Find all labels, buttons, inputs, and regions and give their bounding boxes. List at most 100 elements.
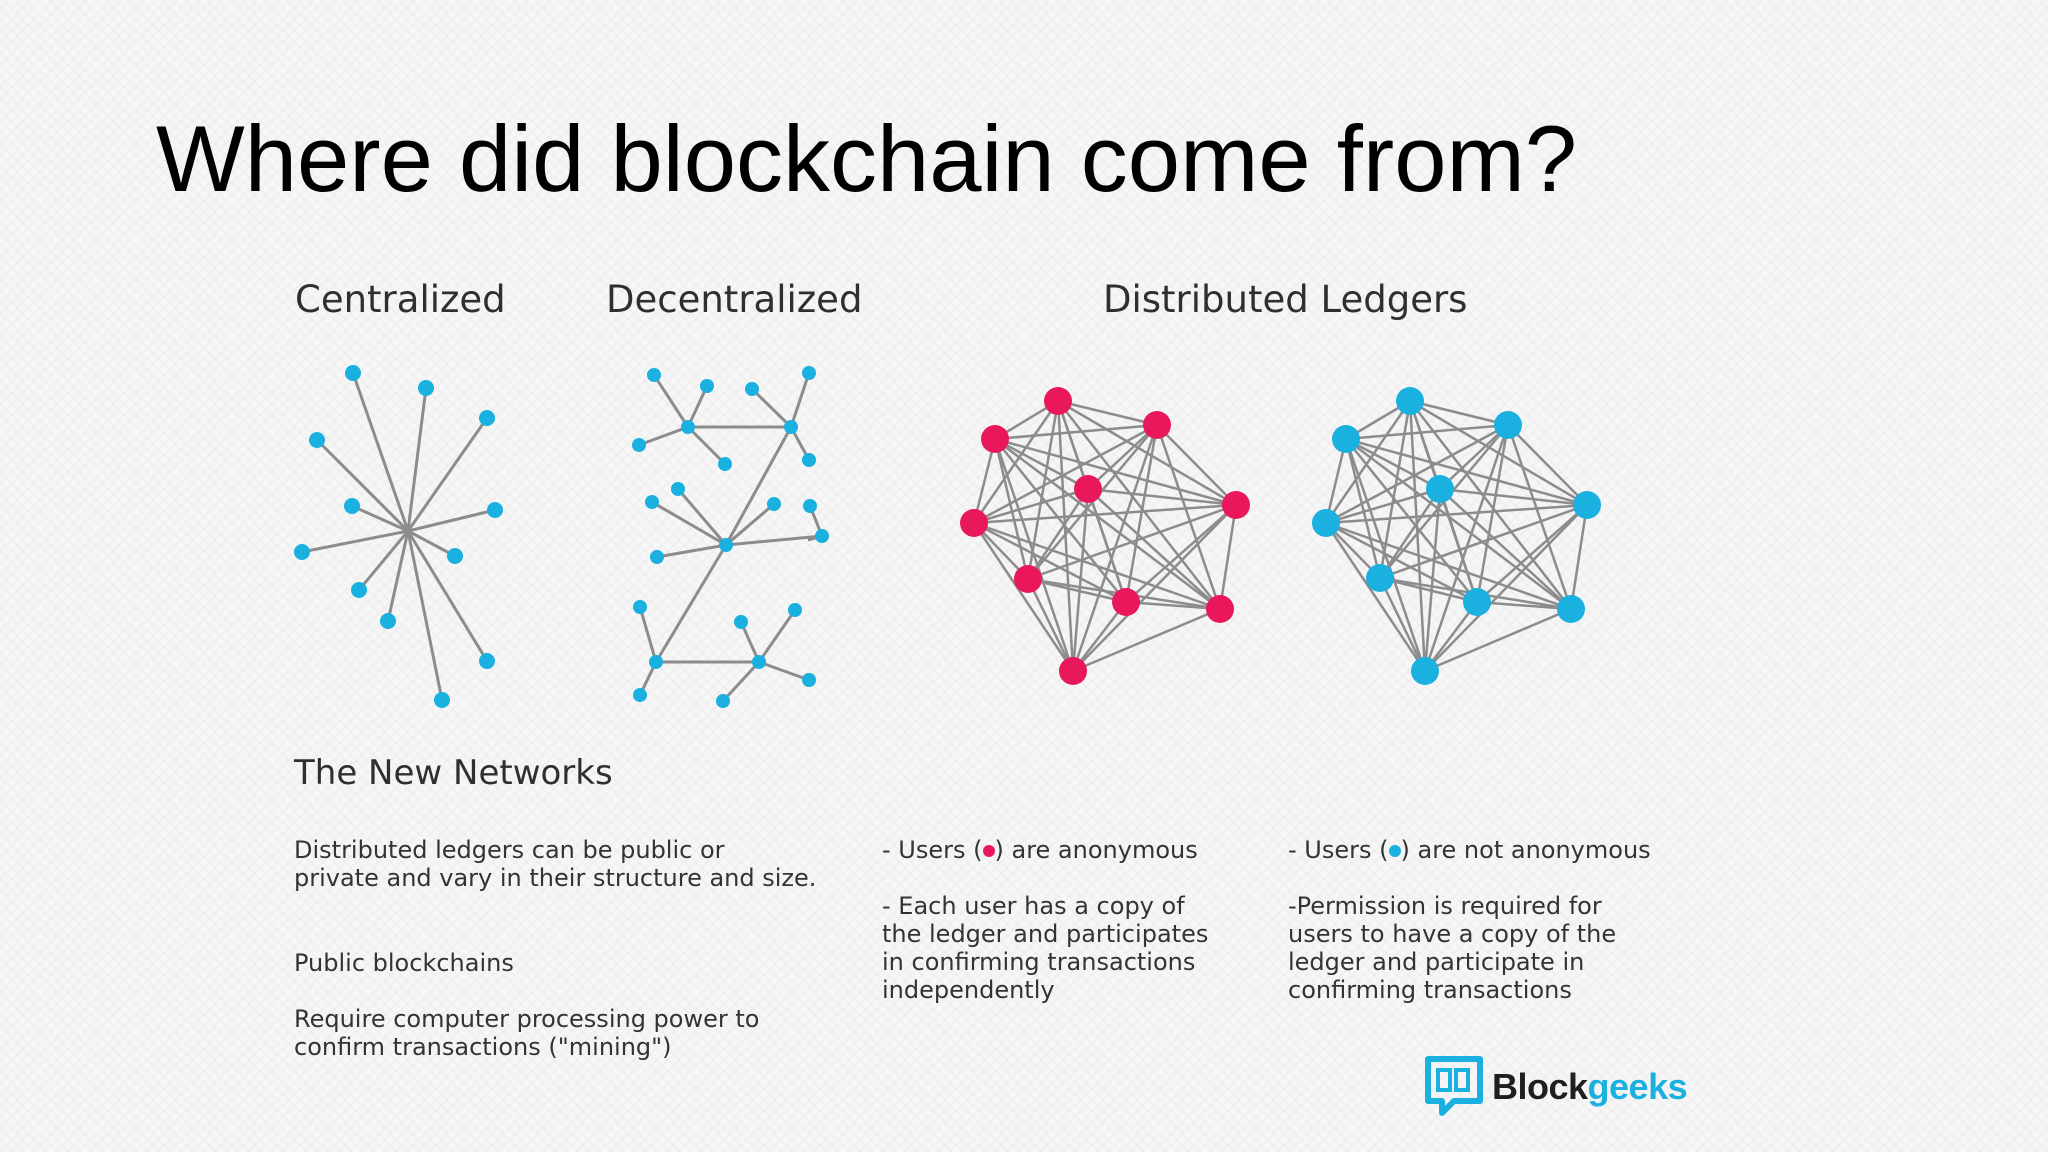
permissioned-line4: confirming transactions	[1288, 976, 1572, 1004]
networks-intro-line1: Distributed ledgers can be public or	[294, 836, 725, 864]
permissioned-line2: users to have a copy of the	[1288, 920, 1617, 948]
mesh-edge	[1325, 521, 1572, 611]
mesh-edge	[1072, 504, 1237, 672]
network-edge	[757, 609, 797, 663]
mesh-edge	[1475, 424, 1510, 603]
mesh-node	[1206, 595, 1234, 623]
permissioned-users-line: - Users () are not anonymous	[1288, 836, 1708, 864]
network-edge	[789, 372, 811, 428]
anonymous-line3: in confirming transactions	[882, 948, 1196, 976]
mesh-edge	[973, 521, 1221, 611]
network-node	[803, 499, 817, 513]
network-edge	[315, 438, 410, 533]
mesh-node	[1312, 509, 1340, 537]
logo-text-geeks: geeks	[1587, 1066, 1688, 1107]
network-edge	[407, 508, 496, 533]
mesh-edge	[994, 423, 1158, 441]
mesh-node	[1143, 411, 1171, 439]
network-node	[418, 380, 434, 396]
slide-title: Where did blockchain come from?	[156, 106, 1578, 211]
mesh-edge	[1439, 488, 1572, 610]
network-node	[719, 538, 733, 552]
mesh-edge	[973, 503, 1237, 525]
centralized-network	[294, 365, 503, 708]
network-node	[650, 550, 664, 564]
mesh-node	[1059, 657, 1087, 685]
mesh-edge	[993, 438, 1030, 580]
network-node	[784, 420, 798, 434]
mesh-edge	[973, 521, 1127, 604]
blockgeeks-chat-icon	[1425, 1056, 1483, 1116]
mesh-edge	[1378, 400, 1412, 579]
network-edge	[724, 426, 793, 546]
mesh-edge	[1378, 577, 1427, 672]
mesh-edge	[1325, 487, 1441, 525]
mesh-node	[1494, 411, 1522, 439]
mesh-edge	[1345, 423, 1509, 441]
mesh-edge	[1155, 424, 1222, 610]
mesh-edge	[1086, 488, 1128, 603]
mesh-node	[1366, 564, 1394, 592]
mesh-edge	[1476, 600, 1572, 611]
decentralized-label: Decentralized	[606, 278, 863, 321]
network-edge	[656, 543, 727, 559]
mesh-edge	[1408, 400, 1427, 672]
mesh-edge	[1324, 400, 1412, 524]
network-node	[351, 582, 367, 598]
mesh-edge	[1344, 438, 1382, 579]
network-node	[633, 600, 647, 614]
network-node	[479, 653, 495, 669]
network-node	[344, 498, 360, 514]
mesh-edge	[1409, 399, 1509, 427]
networks-intro-line2: private and vary in their structure and …	[294, 864, 817, 892]
public-line2: confirm transactions ("mining")	[294, 1033, 672, 1061]
mesh-edge	[994, 438, 1221, 610]
mesh-edge	[994, 437, 1237, 507]
anonymous-line4: independently	[882, 976, 1055, 1004]
mesh-edge	[1087, 488, 1221, 610]
blockgeeks-logo: Blockgeeks	[1424, 1055, 1688, 1119]
logo-text-block: Block	[1492, 1066, 1588, 1107]
mesh-edge	[972, 522, 1075, 672]
anonymous-users-suffix: ) are anonymous	[994, 836, 1198, 864]
network-node	[345, 365, 361, 381]
distributed-ledgers-label: Distributed Ledgers	[1103, 278, 1468, 321]
centralized-label: Centralized	[295, 278, 506, 321]
network-node	[647, 368, 661, 382]
network-edge	[725, 534, 823, 547]
network-edge	[686, 385, 709, 428]
mesh-edge	[1424, 601, 1478, 672]
network-node	[633, 688, 647, 702]
distributed-anonymous-network	[960, 387, 1250, 685]
mesh-edge	[1379, 503, 1588, 580]
network-node	[645, 495, 659, 509]
mesh-edge	[1409, 400, 1572, 610]
mesh-edge	[1439, 487, 1588, 507]
mesh-node	[1411, 657, 1439, 685]
mesh-edge	[1057, 400, 1221, 610]
mesh-edge	[994, 438, 1127, 603]
blue-user-dot-icon	[1388, 845, 1401, 857]
mesh-edge	[1156, 424, 1237, 506]
mesh-edge	[1072, 601, 1127, 672]
public-line1: Require computer processing power to	[294, 1005, 760, 1033]
mesh-node	[1573, 491, 1601, 519]
networks-title: The New Networks	[294, 753, 613, 793]
mesh-edge	[1379, 576, 1478, 604]
permissioned-line1: -Permission is required for	[1288, 892, 1602, 920]
anonymous-line1: - Each user has a copy of	[882, 892, 1185, 920]
mesh-edge	[1027, 577, 1127, 604]
mesh-edge	[972, 400, 1060, 524]
mesh-edge	[1087, 487, 1237, 507]
networks-intro: Distributed ledgers can be public or pri…	[294, 836, 854, 892]
network-node	[700, 379, 714, 393]
permissioned-notes: - Users () are not anonymous -Permission…	[1288, 836, 1708, 1004]
network-edge	[351, 504, 409, 533]
network-node	[734, 615, 748, 629]
public-description: Require computer processing power to con…	[294, 1005, 854, 1061]
permissioned-users-suffix: ) are not anonymous	[1400, 836, 1651, 864]
network-edge	[407, 529, 456, 558]
network-node	[788, 603, 802, 617]
mesh-node	[1557, 595, 1585, 623]
